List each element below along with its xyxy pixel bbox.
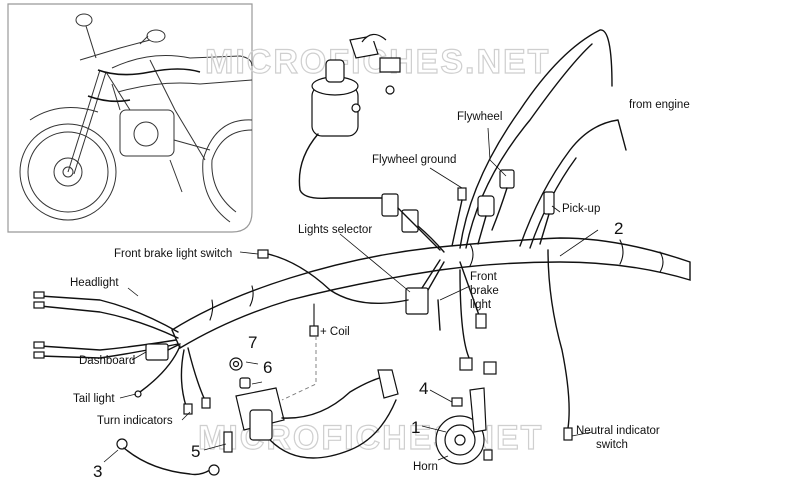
part-number-2: 2 xyxy=(614,219,623,238)
label-tail-light: Tail light xyxy=(73,393,115,405)
label-front-brake-light-line1: Front xyxy=(470,271,498,283)
part-number-4: 4 xyxy=(419,379,428,398)
front-brake-connector xyxy=(405,259,497,375)
dashboard-connector xyxy=(145,343,181,361)
flywheel-connectors xyxy=(451,169,555,247)
label-lights-selector: Lights selector xyxy=(298,224,372,236)
label-coil: + Coil xyxy=(320,326,350,338)
label-turn-indicators: Turn indicators xyxy=(97,415,173,427)
fittings-6-7 xyxy=(229,357,263,389)
part-number-5: 5 xyxy=(191,442,200,461)
headlight-wires xyxy=(33,291,179,359)
label-front-brake-light-line3: light xyxy=(470,299,492,311)
lights-selector-connectors xyxy=(381,193,445,253)
leader-lines xyxy=(103,127,599,463)
label-front-brake-light-switch: Front brake light switch xyxy=(114,248,232,260)
label-from-engine: from engine xyxy=(629,99,690,111)
watermark-top: MICROFICHES.NET xyxy=(205,43,550,81)
part-number-7: 7 xyxy=(248,333,257,352)
label-neutral-indicator-line2: switch xyxy=(596,439,628,451)
part-number-6: 6 xyxy=(263,358,272,377)
label-dashboard: Dashboard xyxy=(79,355,135,367)
neutral-switch-terminal xyxy=(563,427,573,441)
ground-strap xyxy=(116,438,220,476)
part-number-1: 1 xyxy=(411,418,420,437)
ignition-switch xyxy=(298,33,401,200)
label-headlight: Headlight xyxy=(70,277,119,289)
horn xyxy=(435,387,493,465)
part-number-3: 3 xyxy=(93,462,102,481)
ignition-coil xyxy=(223,369,399,459)
label-horn: Horn xyxy=(413,461,438,473)
motorcycle-illustration xyxy=(19,13,253,223)
coil-connector xyxy=(281,303,319,401)
rear-wires xyxy=(134,345,211,415)
label-neutral-indicator-line1: Neutral indicator xyxy=(576,425,660,437)
motorcycle-inset xyxy=(7,3,253,233)
label-flywheel-ground: Flywheel ground xyxy=(372,154,456,166)
label-front-brake-light-line2: brake xyxy=(470,285,499,297)
label-flywheel: Flywheel xyxy=(457,111,502,123)
label-pick-up: Pick-up xyxy=(562,203,600,215)
main-harness xyxy=(171,237,691,350)
